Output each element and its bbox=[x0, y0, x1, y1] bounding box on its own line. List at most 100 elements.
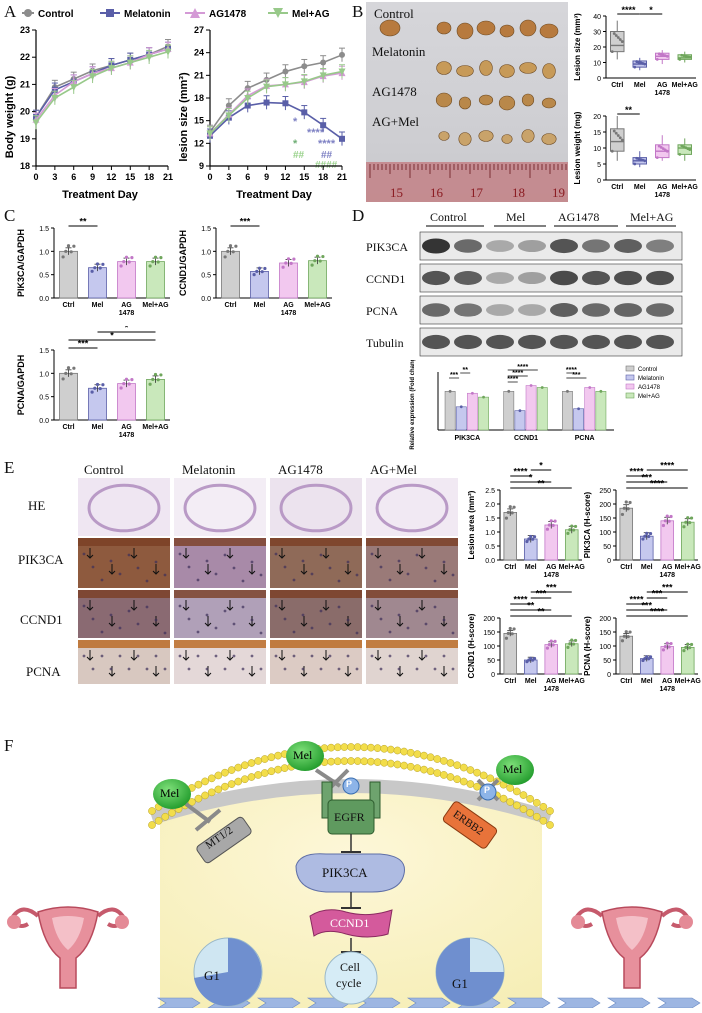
erbb2-phospho bbox=[479, 783, 497, 801]
blot-group-control: Control bbox=[430, 210, 467, 224]
ihc-tile bbox=[174, 538, 266, 588]
data-point bbox=[545, 646, 550, 650]
uterus-left-icon bbox=[7, 906, 129, 989]
point bbox=[338, 68, 346, 76]
data-point bbox=[655, 58, 659, 61]
he-lesion-ring bbox=[279, 483, 353, 533]
ihc-nucleus bbox=[205, 613, 209, 617]
ihc-tile bbox=[174, 478, 266, 536]
lipid-head bbox=[499, 794, 508, 803]
ihc-epithelium bbox=[366, 538, 458, 546]
blot-band bbox=[486, 240, 514, 252]
mechanism-diagram: Mel Mel Mel P P MT1/2 EGFR ERBB2 PIK3CA … bbox=[0, 740, 702, 1009]
ihc-panel: Control Melatonin AG1478 AG+Mel HE PIK3C… bbox=[14, 460, 462, 692]
lipid-head bbox=[406, 748, 415, 757]
point bbox=[282, 100, 289, 107]
data-point bbox=[688, 520, 692, 525]
bar bbox=[503, 391, 515, 431]
data-point bbox=[153, 255, 158, 259]
ihc-epithelium bbox=[174, 640, 266, 648]
lipid-head bbox=[393, 746, 402, 755]
ihc-nucleus bbox=[154, 560, 158, 564]
data-point bbox=[66, 244, 71, 248]
lipid-head bbox=[426, 767, 435, 776]
lipid-head bbox=[340, 757, 349, 765]
ruler-17: 17 bbox=[470, 185, 483, 200]
lipid-head bbox=[201, 791, 209, 800]
data-point bbox=[663, 148, 667, 152]
lipid-head bbox=[526, 794, 534, 803]
data-point bbox=[159, 255, 163, 260]
inhibit-line-mt bbox=[184, 802, 212, 824]
ihc-arrow bbox=[278, 600, 286, 611]
y-tick-label: 150 bbox=[599, 630, 611, 637]
y-tick-label: 20 bbox=[593, 114, 601, 121]
ihc-nucleus bbox=[223, 553, 227, 557]
y-tick-label: 21 bbox=[20, 79, 30, 89]
ihc-epithelium bbox=[78, 590, 170, 598]
data-point bbox=[551, 643, 555, 647]
sig-stars: *** bbox=[78, 339, 89, 349]
y-label: Lesion weight (mg) bbox=[573, 111, 582, 184]
data-point bbox=[260, 270, 264, 274]
y-tick-label: 0.5 bbox=[485, 544, 495, 551]
lipid-head bbox=[353, 757, 362, 765]
data-point bbox=[665, 149, 669, 153]
y-label: Relative expression (Fold change) bbox=[410, 360, 416, 450]
lesion-size-chart: lesion size (mm³) Treatment Day * **** *… bbox=[178, 25, 347, 201]
g1-pie-left bbox=[193, 937, 263, 1007]
lipid-head bbox=[207, 774, 216, 783]
ihc-tile bbox=[78, 538, 170, 588]
legend-swatch bbox=[625, 365, 635, 372]
ihc-nucleus bbox=[82, 604, 86, 608]
sig-stars: **** bbox=[507, 376, 518, 383]
ihc-nucleus bbox=[100, 654, 104, 658]
blot-band bbox=[646, 270, 674, 286]
ihc-arrow bbox=[204, 564, 212, 575]
cell-cycle-label-2: cycle bbox=[336, 976, 362, 990]
y-tick-label: 0 bbox=[607, 558, 611, 565]
data-point bbox=[156, 378, 160, 382]
lipid-head bbox=[433, 769, 442, 777]
lesion-sample bbox=[542, 63, 556, 79]
y-tick-label: 30 bbox=[593, 30, 601, 37]
sig-stars: * bbox=[649, 5, 653, 15]
point bbox=[300, 78, 308, 86]
y-label: Lesion area (mm²) bbox=[467, 490, 476, 559]
data-point bbox=[148, 264, 152, 268]
data-point bbox=[549, 639, 553, 643]
y-tick-label: 150 bbox=[599, 516, 611, 523]
ihc-nucleus bbox=[145, 605, 149, 609]
blot-band bbox=[582, 334, 610, 350]
sig-stars: ** bbox=[537, 479, 545, 489]
sig-stars: **** bbox=[513, 595, 528, 605]
lesion-sample bbox=[478, 94, 494, 106]
point bbox=[225, 112, 233, 120]
data-point bbox=[518, 409, 522, 413]
data-point bbox=[471, 391, 474, 395]
y-tick-label: 18 bbox=[20, 161, 30, 171]
series-line-3 bbox=[35, 50, 169, 123]
y-tick-label: 0 bbox=[607, 672, 611, 679]
ihc-nucleus bbox=[205, 559, 209, 563]
data-point bbox=[93, 386, 97, 390]
ihc-nucleus bbox=[163, 573, 167, 577]
pik3ca-label: PIK3CA bbox=[322, 865, 368, 880]
lipid-head bbox=[247, 773, 256, 781]
blot-row-ccnd1: CCND1 bbox=[366, 272, 406, 286]
ihc-arrow bbox=[418, 650, 426, 661]
lesion-photo-graphic bbox=[366, 19, 568, 202]
y-label: CCND1/GAPDH bbox=[178, 230, 188, 296]
ihc-epithelium bbox=[78, 538, 170, 546]
data-point bbox=[156, 260, 160, 264]
data-point bbox=[122, 382, 126, 386]
sig-stars: ** bbox=[527, 601, 535, 611]
lipid-head bbox=[506, 784, 515, 792]
data-point bbox=[573, 638, 578, 643]
bar bbox=[584, 387, 596, 431]
box bbox=[610, 128, 625, 152]
lipid-head bbox=[340, 743, 349, 751]
ihc-nucleus bbox=[259, 631, 263, 635]
data-point bbox=[622, 506, 626, 510]
